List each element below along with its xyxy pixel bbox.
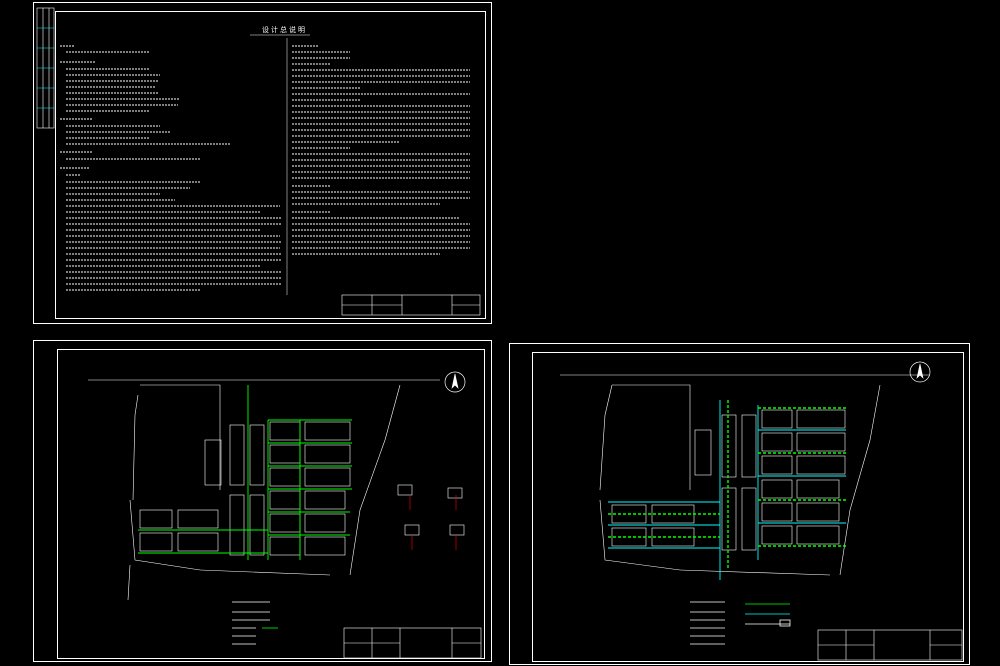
sheet-plan-a — [33, 340, 492, 662]
notes-right-column — [292, 45, 470, 255]
plan-a-legend — [232, 601, 278, 645]
sheet-plan-b — [509, 343, 970, 665]
sheet-design-notes — [33, 2, 492, 324]
plan-a-site — [88, 371, 482, 659]
sheet-design-notes-title: 设计总说明 — [262, 26, 307, 34]
binding-strip — [36, 7, 55, 129]
sheet-plan-a-frame — [57, 349, 485, 659]
plan-a-pipes — [138, 385, 352, 560]
title-block-sheet1 — [341, 294, 481, 316]
north-arrow-b — [909, 361, 931, 383]
plan-a-details — [397, 484, 465, 550]
plan-b-pipes-cyan — [608, 400, 846, 580]
plan-a-blocks — [139, 421, 351, 556]
title-block-plan-a — [343, 627, 482, 659]
notes-left-column — [60, 45, 282, 291]
plan-b-site — [560, 361, 963, 661]
north-arrow-a — [444, 371, 466, 393]
sheet-design-notes-frame — [55, 11, 486, 319]
plan-b-blocks — [611, 409, 846, 551]
plan-b-legend — [690, 601, 791, 645]
plan-b-pipes-green — [608, 400, 846, 570]
title-block-plan-b — [817, 629, 963, 661]
sheet-plan-b-frame — [532, 352, 964, 662]
